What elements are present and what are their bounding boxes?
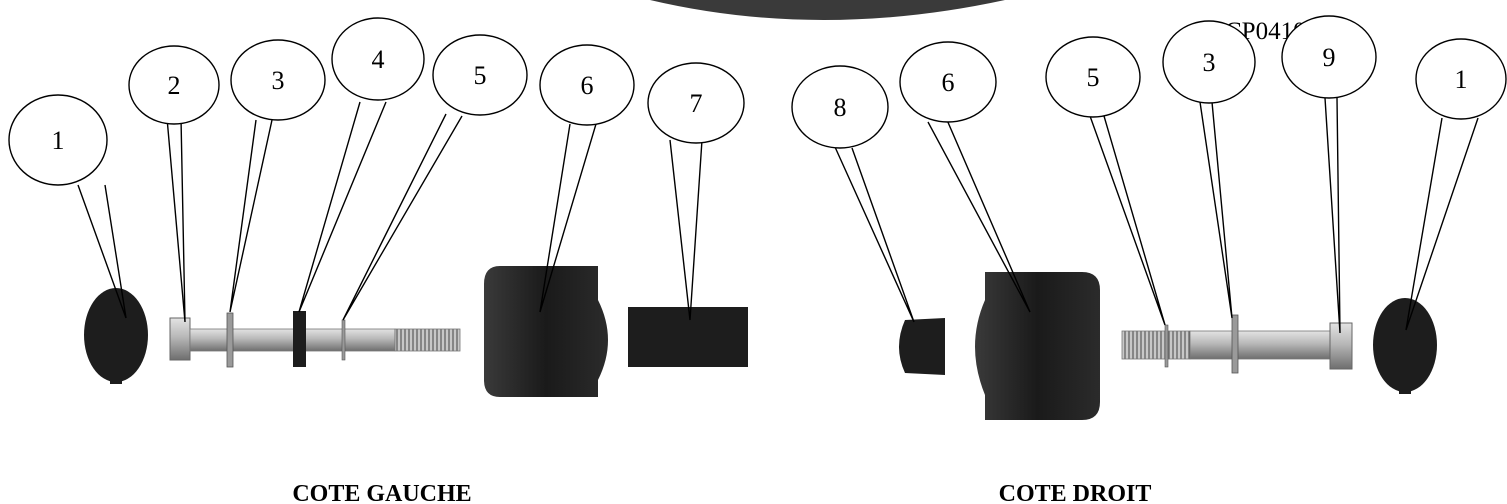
leader-left-4 xyxy=(298,101,387,313)
callout-left-2: 2 xyxy=(168,71,181,100)
callout-left-3: 3 xyxy=(272,66,285,95)
part-small-sleeve-right xyxy=(899,318,945,375)
callout-left-1: 1 xyxy=(52,126,65,155)
part-bolt-shank-right xyxy=(1189,330,1331,360)
callout-right-3: 3 xyxy=(1203,48,1216,77)
callout-balloons xyxy=(8,15,1507,186)
callout-right-6: 6 xyxy=(942,68,955,97)
balloon-ellipse xyxy=(899,41,997,123)
balloon-ellipse xyxy=(331,17,425,101)
leader-right-3 xyxy=(1199,101,1233,319)
leader-right-1 xyxy=(1405,117,1479,331)
balloon-ellipse xyxy=(1281,15,1377,99)
leader-left-6 xyxy=(539,123,597,313)
part-bolt-head-right xyxy=(1329,322,1353,370)
part-cap-right xyxy=(1373,298,1437,392)
callout-left-5: 5 xyxy=(474,61,487,90)
balloon-ellipse xyxy=(791,65,889,149)
balloon-ellipse xyxy=(230,39,326,121)
part-sleeve-left xyxy=(628,307,748,367)
part-spacer-left xyxy=(293,311,306,367)
leader-left-7 xyxy=(669,139,703,321)
caption-right-side: COTE DROIT xyxy=(999,481,1152,504)
balloon-ellipse xyxy=(1162,20,1256,104)
part-bushing-left xyxy=(484,266,608,397)
balloon-ellipse xyxy=(432,34,528,116)
part-thin-washer-left xyxy=(341,319,346,361)
callout-left-6: 6 xyxy=(581,71,594,100)
left-assembly xyxy=(84,266,748,397)
leader-lines xyxy=(77,97,1479,334)
balloon-ellipse xyxy=(1045,36,1141,118)
part-cap-left-tab xyxy=(110,378,122,384)
balloon-ellipse xyxy=(539,44,635,126)
callout-right-1: 1 xyxy=(1455,65,1468,94)
part-bolt-thread-right xyxy=(1121,330,1191,360)
part-bolt-shank-left xyxy=(189,328,396,352)
right-assembly xyxy=(899,272,1437,420)
part-cap-left xyxy=(84,288,148,382)
balloon-ellipse xyxy=(1415,38,1507,120)
callout-left-7: 7 xyxy=(690,89,703,118)
part-cap-right-tab xyxy=(1399,388,1411,394)
top-disc-edge xyxy=(650,0,1005,20)
leader-left-3 xyxy=(229,119,273,313)
part-washer-right xyxy=(1231,314,1239,374)
leader-left-2 xyxy=(166,117,186,323)
part-bolt-thread-left xyxy=(394,328,461,352)
leader-right-9 xyxy=(1324,97,1341,334)
leader-right-8 xyxy=(834,146,915,323)
part-bolt-head-left xyxy=(169,317,191,361)
part-bushing-right xyxy=(975,272,1100,420)
part-washer-left xyxy=(226,312,234,368)
balloon-ellipse xyxy=(647,62,745,144)
leader-left-5 xyxy=(342,113,463,321)
leader-right-5 xyxy=(1089,115,1166,326)
balloon-ellipse xyxy=(128,45,220,125)
caption-left-side: COTE GAUCHE xyxy=(292,481,471,504)
leader-right-6 xyxy=(927,119,1031,313)
callout-right-9: 9 xyxy=(1323,43,1336,72)
callout-left-4: 4 xyxy=(372,45,385,74)
part-thin-washer-right xyxy=(1164,324,1169,368)
balloon-ellipse xyxy=(8,94,108,186)
leader-left-1 xyxy=(77,184,127,319)
callout-right-8: 8 xyxy=(834,93,847,122)
callout-right-5: 5 xyxy=(1087,63,1100,92)
